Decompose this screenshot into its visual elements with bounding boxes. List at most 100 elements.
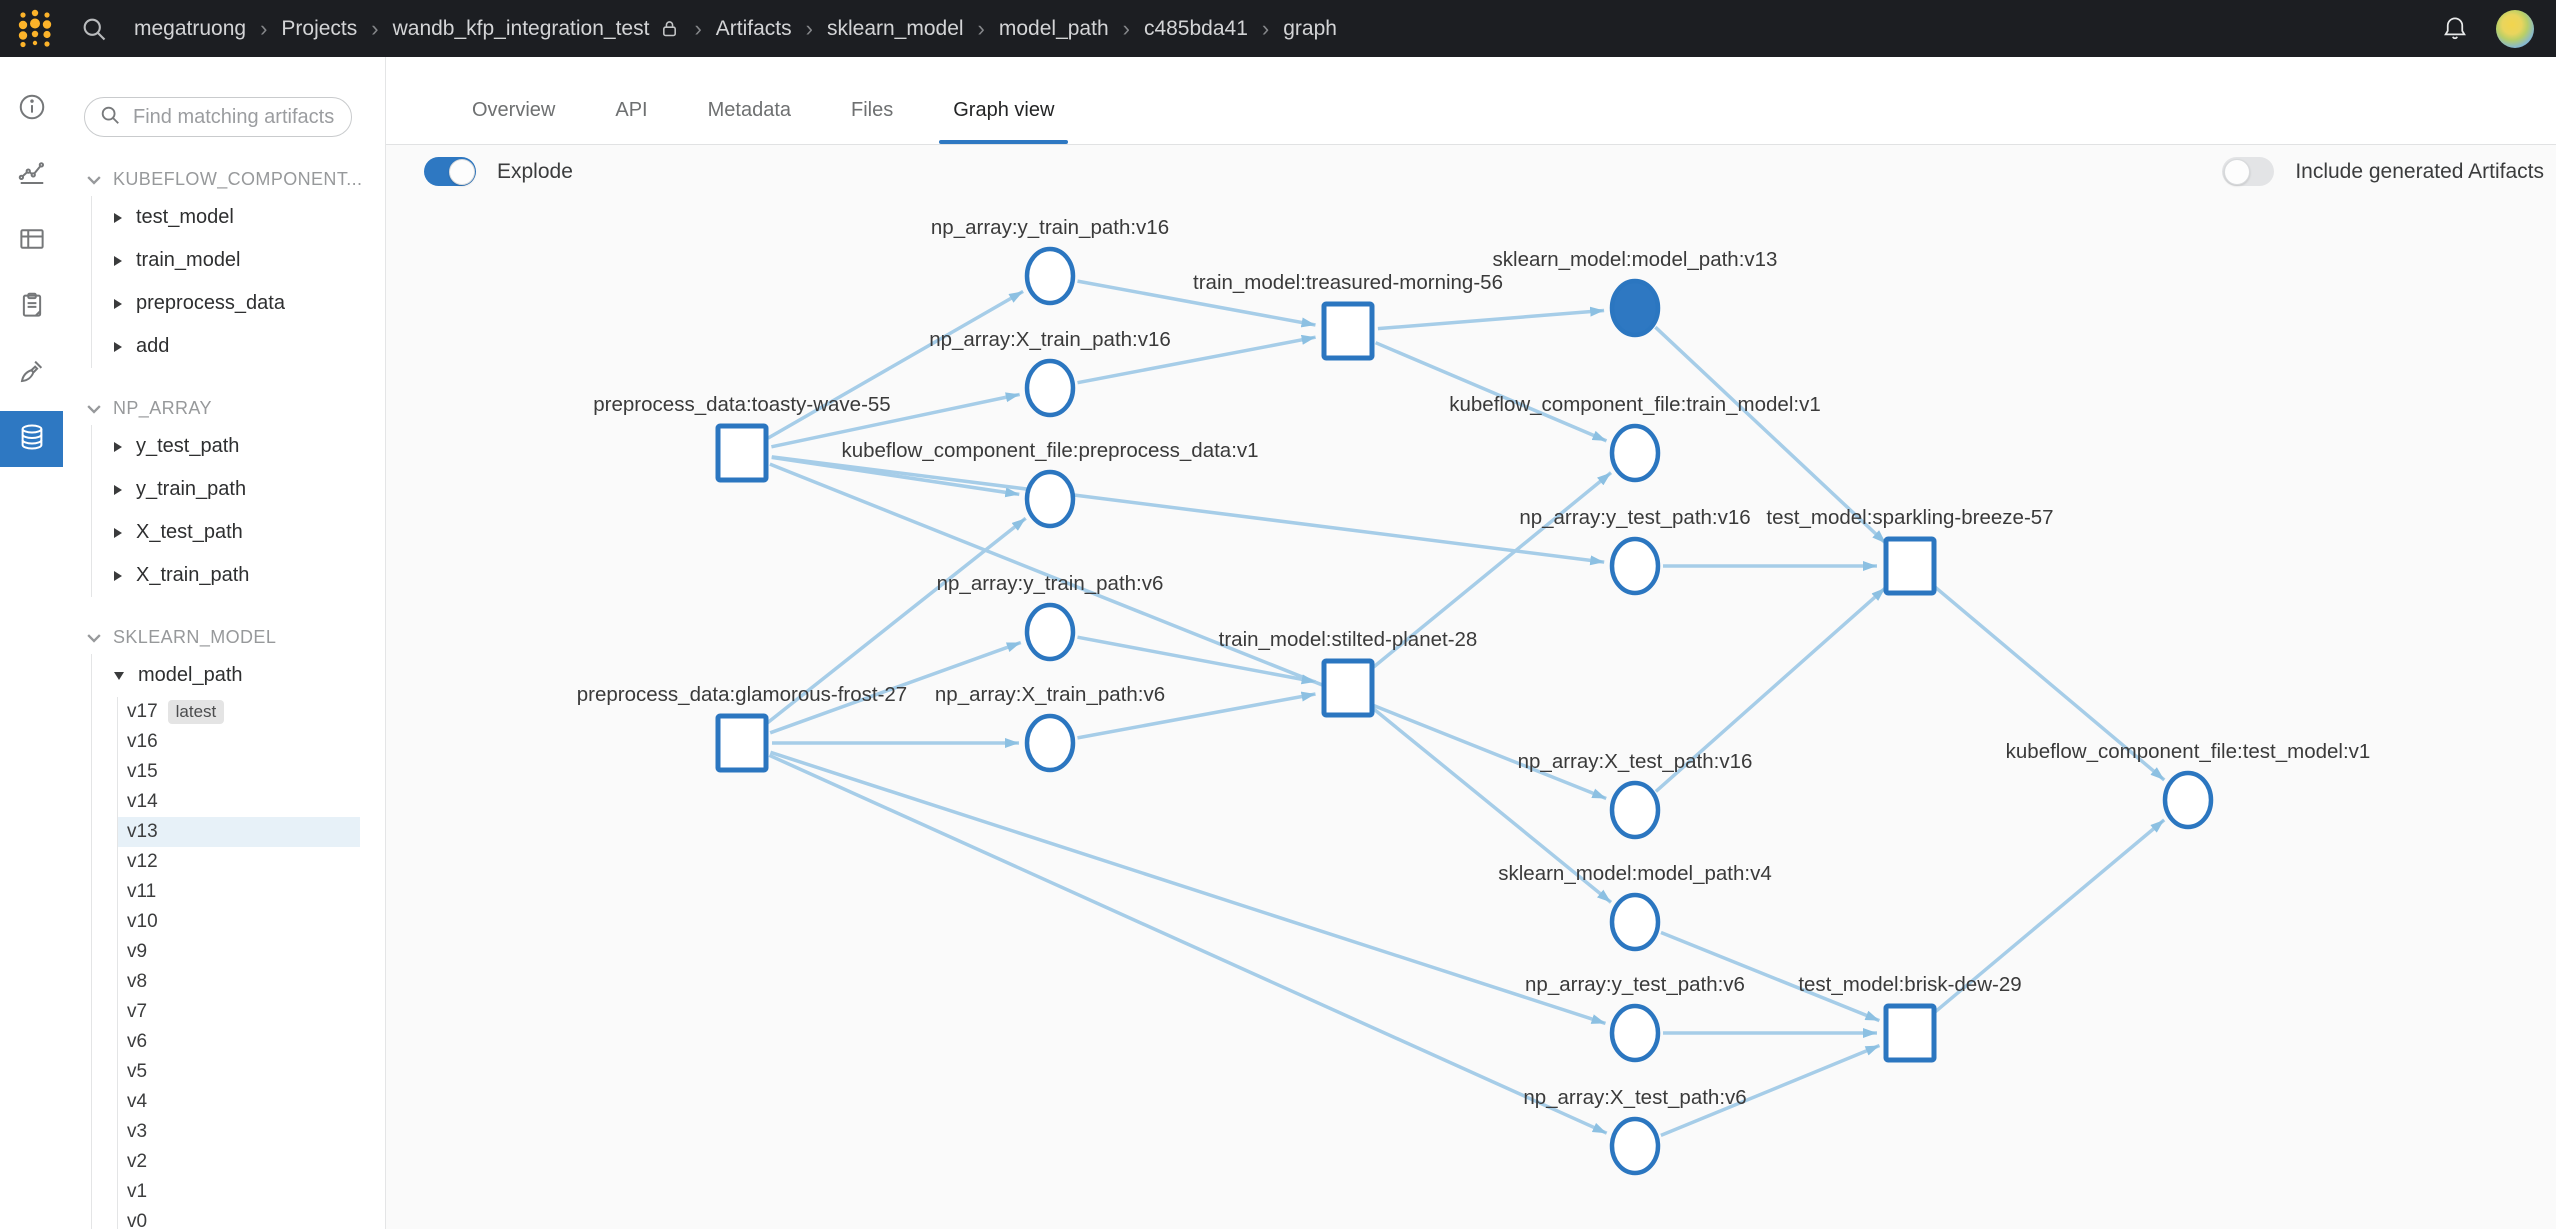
dag-node-sparkling[interactable] xyxy=(1883,536,1937,596)
version-row-v16[interactable]: v16 xyxy=(118,727,360,757)
dag-node-train_file[interactable] xyxy=(1609,423,1661,483)
tree-item-add[interactable]: add xyxy=(92,325,385,368)
tab-api[interactable]: API xyxy=(615,99,648,121)
version-row-v13[interactable]: v13 xyxy=(118,817,360,847)
version-row-v7[interactable]: v7 xyxy=(118,997,360,1027)
include-generated-label: Include generated Artifacts xyxy=(2295,159,2544,183)
rail-item-brush[interactable] xyxy=(0,345,63,401)
dag-node-X_train16[interactable] xyxy=(1024,358,1076,418)
dag-node-y_train6[interactable] xyxy=(1024,602,1076,662)
tree-item-label: y_test_path xyxy=(136,435,240,457)
version-row-v4[interactable]: v4 xyxy=(118,1087,360,1117)
dag-node-X_test6[interactable] xyxy=(1609,1116,1661,1176)
artifact-search-box[interactable] xyxy=(84,97,385,137)
search-icon[interactable] xyxy=(80,15,108,43)
version-label: v16 xyxy=(127,731,158,752)
search-icon xyxy=(99,104,121,131)
tree-item-train_model[interactable]: train_model xyxy=(92,239,385,282)
version-row-v3[interactable]: v3 xyxy=(118,1117,360,1147)
breadcrumb-item[interactable]: sklearn_model xyxy=(826,16,964,40)
dag-node-y_test6[interactable] xyxy=(1609,1003,1661,1063)
tree-item-model_path[interactable]: model_path xyxy=(92,654,385,697)
version-row-v10[interactable]: v10 xyxy=(118,907,360,937)
version-row-v14[interactable]: v14 xyxy=(118,787,360,817)
dag-node-label: preprocess_data:toasty-wave-55 xyxy=(593,393,890,416)
dag-node-X_train6[interactable] xyxy=(1024,713,1076,773)
dag-edge-toasty-to-y_train16 xyxy=(767,289,1024,440)
version-row-v15[interactable]: v15 xyxy=(118,757,360,787)
version-row-v2[interactable]: v2 xyxy=(118,1147,360,1177)
dag-node-treasured[interactable] xyxy=(1321,301,1375,361)
explode-toggle[interactable] xyxy=(424,157,476,186)
brush-icon xyxy=(17,356,47,391)
dag-node-X_test16[interactable] xyxy=(1609,780,1661,840)
tree-item-y_train_path[interactable]: y_train_path xyxy=(92,468,385,511)
search-input[interactable] xyxy=(131,104,385,130)
version-row-v11[interactable]: v11 xyxy=(118,877,360,907)
notifications-bell-icon[interactable] xyxy=(2440,14,2470,44)
artifact-browser: KUBEFLOW_COMPONENT...test_model train_mod… xyxy=(63,57,386,1229)
rail-item-info[interactable] xyxy=(0,81,63,137)
breadcrumb-item[interactable]: c485bda41 xyxy=(1143,16,1248,40)
version-row-v9[interactable]: v9 xyxy=(118,937,360,967)
dag-node-preprocess_file[interactable] xyxy=(1024,469,1076,529)
dag-node-glamorous[interactable] xyxy=(715,713,769,773)
tree-item-label: model_path xyxy=(138,664,243,686)
tree-item-label: train_model xyxy=(136,249,241,271)
tab-files[interactable]: Files xyxy=(851,99,894,121)
rail-item-table[interactable] xyxy=(0,213,63,269)
avatar[interactable] xyxy=(2496,9,2534,48)
dag-node-y_train16[interactable] xyxy=(1024,246,1076,306)
include-generated-toggle[interactable] xyxy=(2222,157,2275,186)
tab-overview[interactable]: Overview xyxy=(472,99,556,121)
dag-edge-sklearn4-to-brisk xyxy=(1660,930,1881,1023)
dag-edge-X_test16-to-sparkling xyxy=(1654,586,1887,793)
tree-section-label: NP_ARRAY xyxy=(113,398,212,418)
tree-item-X_train_path[interactable]: X_train_path xyxy=(92,554,385,597)
tree-item-test_model[interactable]: test_model xyxy=(92,196,385,239)
dag-edge-y_train16-to-treasured xyxy=(1077,279,1316,328)
rail-item-database[interactable] xyxy=(0,411,63,467)
breadcrumb-item[interactable]: megatruong xyxy=(134,16,247,40)
tree-item-X_test_path[interactable]: X_test_path xyxy=(92,511,385,554)
artifact-dag[interactable]: preprocess_data:toasty-wave-55preprocess… xyxy=(386,146,2556,1229)
dag-edge-sparkling-to-test_file xyxy=(1931,583,2166,782)
version-row-v12[interactable]: v12 xyxy=(118,847,360,877)
dag-node-y_test16[interactable] xyxy=(1609,536,1661,596)
dag-node-test_file[interactable] xyxy=(2162,770,2214,830)
version-row-v6[interactable]: v6 xyxy=(118,1027,360,1057)
dag-edge-stilted-to-sklearn4 xyxy=(1370,705,1613,904)
version-row-v5[interactable]: v5 xyxy=(118,1057,360,1087)
tab-graph-view[interactable]: Graph view xyxy=(939,99,1069,144)
tree-section-header[interactable]: SKLEARN_MODEL xyxy=(63,621,385,654)
dag-node-label: sklearn_model:model_path:v4 xyxy=(1498,862,1772,885)
wandb-logo-icon[interactable] xyxy=(16,7,56,51)
version-row-v8[interactable]: v8 xyxy=(118,967,360,997)
breadcrumb-separator: › xyxy=(260,15,268,41)
dag-node-sklearn4[interactable] xyxy=(1609,892,1661,952)
version-row-v1[interactable]: v1 xyxy=(118,1177,360,1207)
breadcrumb-item[interactable]: model_path xyxy=(998,16,1109,40)
dag-edge-glamorous-to-y_test6 xyxy=(769,750,1607,1026)
dag-node-stilted[interactable] xyxy=(1321,658,1375,718)
dag-node-toasty[interactable] xyxy=(715,423,769,483)
tab-metadata[interactable]: Metadata xyxy=(707,99,791,121)
dag-node-sklearn13[interactable] xyxy=(1609,278,1661,338)
breadcrumb-item[interactable]: Artifacts xyxy=(715,16,792,40)
tree-item-preprocess_data[interactable]: preprocess_data xyxy=(92,282,385,325)
version-row-v0[interactable]: v0 xyxy=(118,1207,360,1229)
tree-section-header[interactable]: NP_ARRAY xyxy=(63,392,385,425)
tree-section-header[interactable]: KUBEFLOW_COMPONENT... xyxy=(63,163,385,196)
rail-item-clipboard[interactable] xyxy=(0,279,63,335)
breadcrumb-item[interactable]: wandb_kfp_integration_test xyxy=(392,16,650,40)
tree-item-y_test_path[interactable]: y_test_path xyxy=(92,425,385,468)
caret-right-icon xyxy=(114,255,122,266)
dag-node-label: np_array:y_test_path:v16 xyxy=(1519,506,1750,529)
breadcrumb-item[interactable]: graph xyxy=(1283,16,1337,40)
rail-item-chart[interactable] xyxy=(0,147,63,203)
breadcrumb-item[interactable]: Projects xyxy=(281,16,358,40)
dag-node-brisk[interactable] xyxy=(1883,1003,1937,1063)
